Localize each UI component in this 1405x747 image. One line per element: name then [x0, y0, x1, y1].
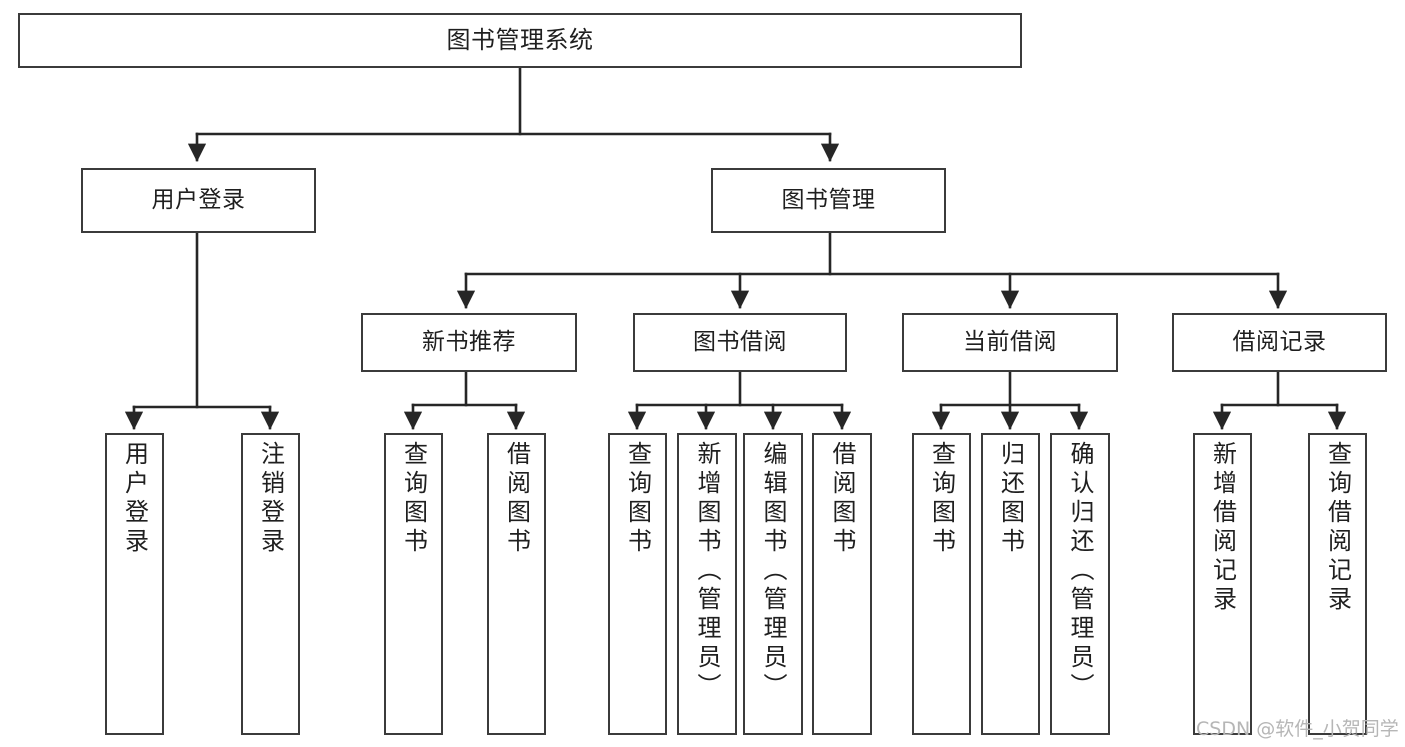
- node-leaf-logout-login[interactable]: 注销登录: [241, 433, 300, 735]
- node-leaf-edit-book[interactable]: 编辑图书（管理员）: [743, 433, 803, 735]
- node-borrow-record-label: 借阅记录: [1232, 328, 1327, 355]
- node-leaf-query-book-3-label: 查询图书: [927, 441, 956, 557]
- node-current-borrow[interactable]: 当前借阅: [902, 313, 1118, 372]
- node-root[interactable]: 图书管理系统: [18, 13, 1022, 68]
- node-root-label: 图书管理系统: [446, 26, 594, 55]
- node-book-borrow-label: 图书借阅: [693, 328, 787, 355]
- node-leaf-query-record[interactable]: 查询借阅记录: [1308, 433, 1367, 735]
- node-leaf-query-book-2-label: 查询图书: [623, 441, 652, 557]
- node-book-borrow[interactable]: 图书借阅: [633, 313, 847, 372]
- node-book-management-label: 图书管理: [781, 186, 876, 213]
- node-leaf-query-book-1-label: 查询图书: [399, 441, 428, 557]
- node-leaf-logout-login-label: 注销登录: [256, 441, 285, 557]
- node-leaf-confirm-return[interactable]: 确认归还（管理员）: [1050, 433, 1110, 735]
- node-current-borrow-label: 当前借阅: [963, 328, 1057, 355]
- node-leaf-borrow-book-1[interactable]: 借阅图书: [487, 433, 546, 735]
- node-leaf-query-book-3[interactable]: 查询图书: [912, 433, 971, 735]
- node-book-management[interactable]: 图书管理: [711, 168, 946, 233]
- node-user-login-label: 用户登录: [151, 186, 246, 213]
- node-leaf-borrow-book-2[interactable]: 借阅图书: [812, 433, 872, 735]
- node-leaf-confirm-return-label: 确认归还（管理员）: [1066, 441, 1094, 702]
- node-new-book-recommend[interactable]: 新书推荐: [361, 313, 577, 372]
- node-leaf-borrow-book-2-label: 借阅图书: [828, 441, 856, 557]
- csdn-watermark: CSDN @软件_小贺同学: [1196, 718, 1399, 740]
- node-leaf-return-book[interactable]: 归还图书: [981, 433, 1040, 735]
- node-leaf-edit-book-label: 编辑图书（管理员）: [759, 441, 787, 702]
- node-leaf-user-login[interactable]: 用户登录: [105, 433, 164, 735]
- node-leaf-add-record[interactable]: 新增借阅记录: [1193, 433, 1252, 735]
- node-leaf-borrow-book-1-label: 借阅图书: [502, 441, 531, 557]
- node-leaf-add-book[interactable]: 新增图书（管理员）: [677, 433, 737, 735]
- node-leaf-query-record-label: 查询借阅记录: [1323, 441, 1352, 615]
- node-borrow-record[interactable]: 借阅记录: [1172, 313, 1387, 372]
- node-user-login[interactable]: 用户登录: [81, 168, 316, 233]
- node-leaf-add-book-label: 新增图书（管理员）: [693, 441, 721, 702]
- node-leaf-user-login-label: 用户登录: [120, 441, 149, 557]
- node-leaf-query-book-1[interactable]: 查询图书: [384, 433, 443, 735]
- node-new-book-recommend-label: 新书推荐: [422, 328, 516, 355]
- node-leaf-return-book-label: 归还图书: [996, 441, 1025, 557]
- node-leaf-query-book-2[interactable]: 查询图书: [608, 433, 667, 735]
- node-leaf-add-record-label: 新增借阅记录: [1208, 441, 1237, 615]
